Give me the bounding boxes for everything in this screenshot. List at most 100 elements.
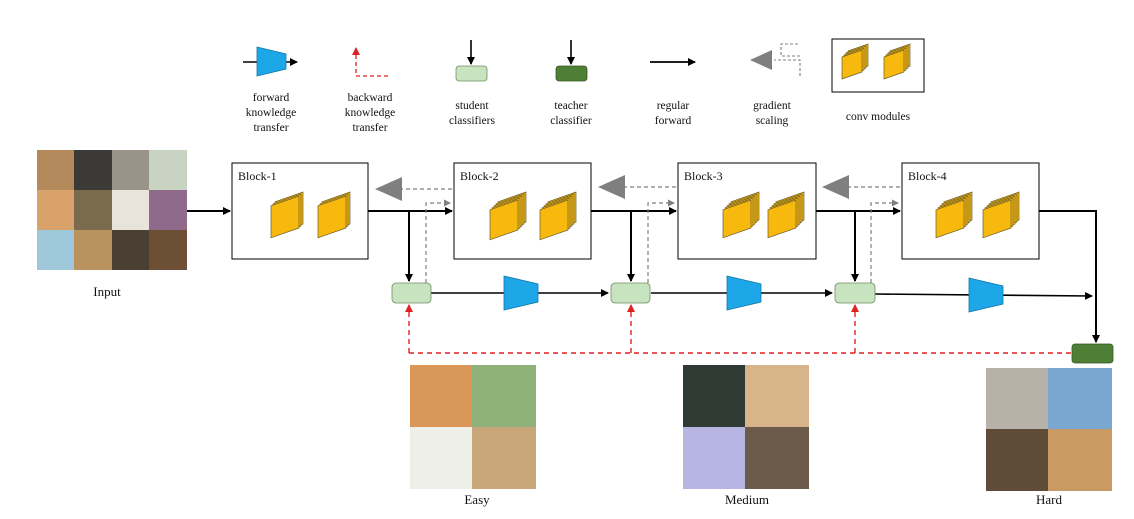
- legend-bkt-line2: knowledge: [345, 107, 395, 119]
- legend-backward-arrow: [352, 47, 388, 77]
- legend-regular-line2: forward: [655, 115, 692, 127]
- conv-layer: [722, 199, 752, 239]
- conv-module-icon: [270, 191, 351, 239]
- medium-photo: [683, 365, 745, 427]
- conv-layer: [841, 49, 863, 80]
- input-photo: [74, 190, 112, 230]
- legend-fkt-line1: forward: [253, 92, 290, 104]
- medium-samples: Medium: [683, 365, 809, 507]
- forward-arrow-to-teacher: [1039, 210, 1100, 343]
- input-photo: [112, 190, 149, 230]
- gradient-scaling-icon: [375, 177, 402, 201]
- gradient-scaling-3: [822, 175, 900, 283]
- conv-layer: [539, 199, 569, 241]
- conv-layer: [982, 199, 1012, 239]
- hard-photo: [1048, 368, 1112, 429]
- legend-gradient-line: [774, 59, 801, 76]
- conv-modules-box: [831, 38, 925, 93]
- legend-conv-text: conv modules: [846, 111, 911, 123]
- conv-module-icon: [841, 43, 911, 80]
- block-label: Block-2: [460, 169, 499, 183]
- forward-transfer-trapezoid: [503, 275, 539, 311]
- block-2: Block-2: [453, 162, 592, 260]
- student-classifier: [834, 282, 876, 304]
- block-label: Block-4: [908, 169, 947, 183]
- block-1: Block-1: [231, 162, 369, 260]
- input-photo: [74, 230, 112, 270]
- input-photo: [149, 190, 187, 230]
- legend-bkt-line1: backward: [348, 92, 393, 104]
- conv-layer: [317, 195, 347, 239]
- student-classifier-icon: [455, 65, 488, 82]
- legend-fkt-line2: knowledge: [246, 107, 296, 119]
- pipeline: Block-1 Block-2 Block-3 Block-4: [187, 162, 1114, 364]
- hard-samples: Hard: [986, 368, 1112, 507]
- medium-caption: Medium: [725, 492, 769, 507]
- input-photo: [112, 150, 149, 190]
- forward-transfer-trapezoid: [726, 275, 762, 311]
- gradient-scaling-2: [598, 175, 676, 283]
- gradient-scaling-icon: [822, 175, 849, 199]
- student-classifier: [391, 282, 432, 304]
- input-photo: [37, 230, 74, 270]
- block-label: Block-1: [238, 169, 277, 183]
- input-image-grid: Input: [37, 150, 187, 299]
- legend-forward-knowledge-transfer: forward knowledge transfer: [243, 46, 298, 134]
- easy-caption: Easy: [464, 492, 490, 507]
- input-photo: [149, 230, 187, 270]
- forward-transfer-trapezoid: [968, 277, 1004, 313]
- easy-photo: [410, 365, 472, 427]
- conv-layer: [883, 49, 905, 80]
- block-label: Block-3: [684, 169, 723, 183]
- legend-conv-modules: conv modules: [831, 38, 925, 123]
- legend-student-line2: classifiers: [449, 115, 496, 127]
- easy-samples: Easy: [410, 365, 536, 507]
- hard-photo: [986, 429, 1048, 491]
- input-photo: [37, 190, 74, 230]
- gradient-path: [870, 199, 899, 283]
- medium-photo: [745, 427, 809, 489]
- legend-gradient-line1: gradient: [753, 100, 791, 112]
- legend-bkt-line3: transfer: [352, 122, 387, 134]
- conv-module-icon: [722, 191, 805, 239]
- easy-photo: [472, 427, 536, 489]
- legend-gradient-line2: [780, 43, 800, 57]
- block-4: Block-4: [901, 162, 1040, 260]
- legend: forward knowledge transfer backward know…: [243, 38, 925, 134]
- easy-photo: [410, 427, 472, 489]
- gradient-scaling-1: [375, 177, 452, 283]
- input-photo: [149, 150, 187, 190]
- gradient-scaling-icon: [750, 50, 772, 70]
- medium-photo: [683, 427, 745, 489]
- legend-teacher-line2: classifier: [550, 115, 592, 127]
- conv-layer: [935, 199, 965, 239]
- legend-regular-forward: regular forward: [650, 58, 696, 127]
- block-3: Block-3: [677, 162, 817, 260]
- conv-layer: [489, 199, 519, 241]
- medium-photo: [745, 365, 809, 427]
- input-photo: [74, 150, 112, 190]
- input-photo: [37, 150, 74, 190]
- hard-caption: Hard: [1036, 492, 1062, 507]
- hard-photo: [986, 368, 1048, 429]
- conv-layer: [270, 195, 300, 239]
- legend-teacher-classifier: teacher classifier: [550, 40, 592, 127]
- backward-transfer: [405, 304, 1071, 354]
- gradient-scaling-icon: [598, 175, 625, 199]
- gradient-path: [647, 199, 675, 283]
- legend-fkt-line3: transfer: [253, 122, 288, 134]
- gradient-path: [425, 199, 451, 283]
- trapezoid-icon: [256, 46, 287, 77]
- legend-gradient-scaling: gradient scaling: [750, 43, 801, 127]
- easy-photo: [472, 365, 536, 427]
- legend-regular-line1: regular: [657, 100, 690, 112]
- input-photo: [112, 230, 149, 270]
- hard-photo: [1048, 429, 1112, 491]
- legend-student-classifiers: student classifiers: [449, 40, 496, 127]
- conv-module-icon: [489, 191, 577, 241]
- teacher-classifier-icon: [555, 65, 588, 82]
- legend-teacher-line1: teacher: [554, 100, 587, 112]
- legend-gradient-line2-text: scaling: [756, 115, 789, 127]
- legend-backward-knowledge-transfer: backward knowledge transfer: [345, 47, 395, 134]
